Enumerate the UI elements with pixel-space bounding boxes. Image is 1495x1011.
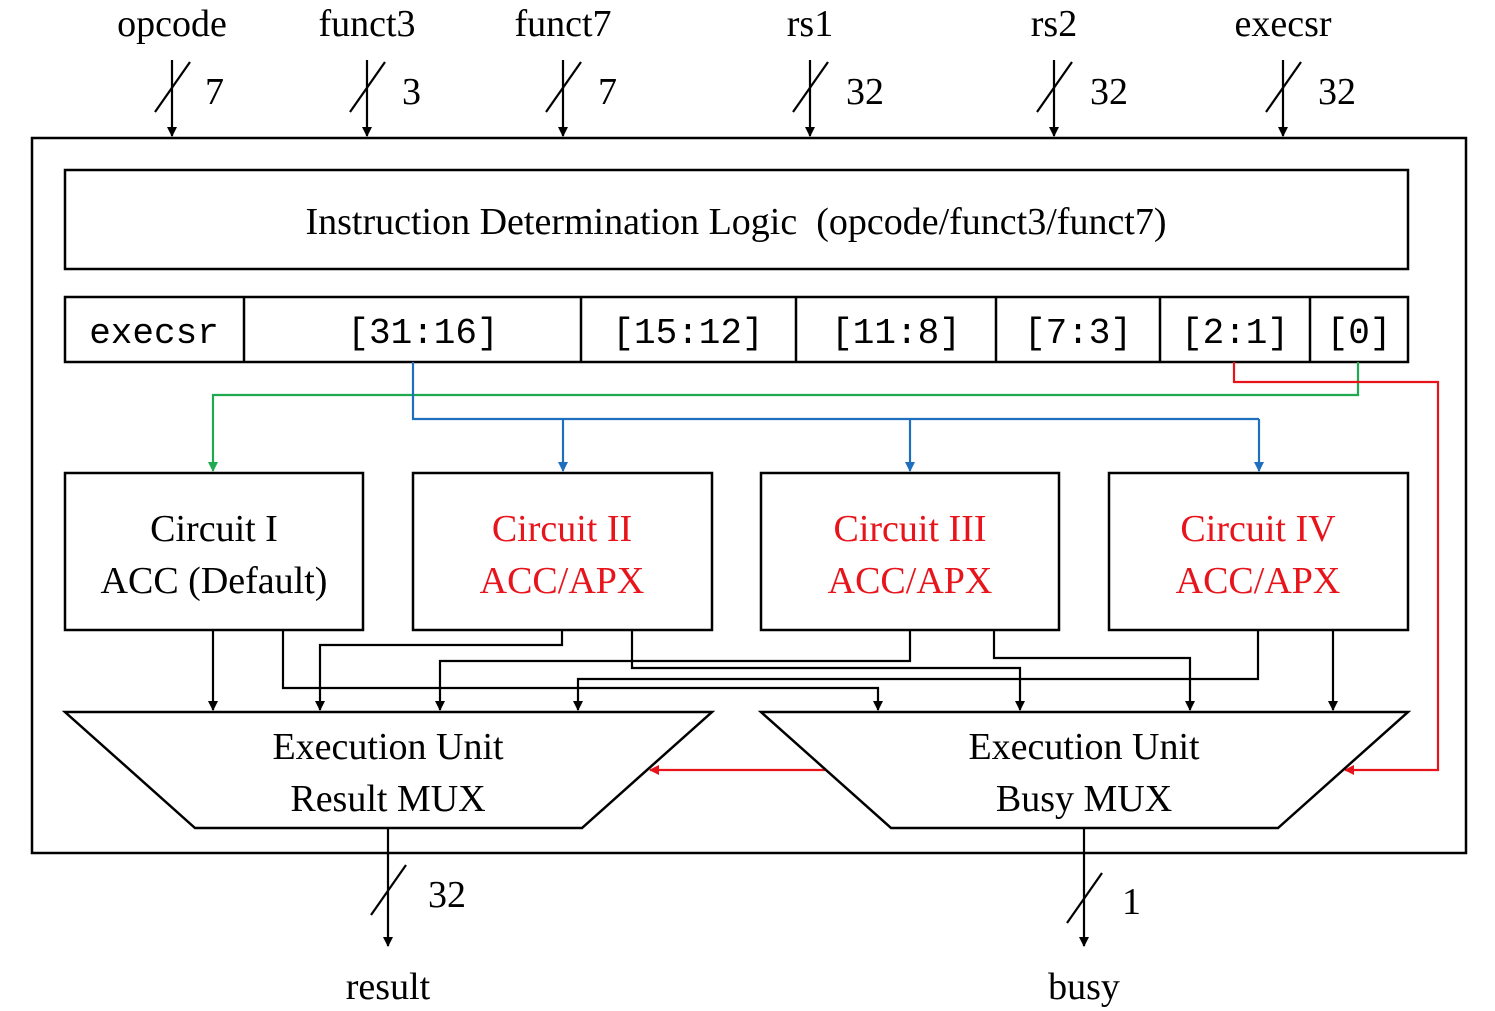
- input-label: funct7: [514, 3, 611, 45]
- input-label: rs1: [787, 3, 833, 45]
- circuit-mode: ACC/APX: [828, 560, 993, 602]
- mux-trapezoid: [757, 710, 1412, 830]
- result-mux: Execution Unit Result MUX: [61, 710, 716, 830]
- bus-slash: [1265, 61, 1302, 113]
- register-frame: [63, 295, 1410, 364]
- circuit-mode: ACC/APX: [480, 560, 645, 602]
- input-funct3: funct3 3: [318, 3, 421, 137]
- mux-subtitle: Busy MUX: [996, 778, 1172, 820]
- circuit-mode: ACC/APX: [1176, 560, 1341, 602]
- circuit-4: Circuit IV ACC/APX: [1107, 471, 1410, 632]
- circuit-3: Circuit III ACC/APX: [759, 471, 1061, 632]
- result-wire-c3: [435, 630, 912, 711]
- output-busy: 1 busy: [1048, 828, 1141, 1008]
- bus-slash: [1066, 872, 1103, 924]
- bus-slash: [154, 61, 191, 113]
- bus-width: 32: [1090, 71, 1128, 113]
- register-field: [0]: [1327, 313, 1392, 354]
- circuit-title: Circuit IV: [1180, 508, 1336, 550]
- circuit-block: [411, 471, 714, 632]
- select-wire-red: [1232, 362, 1440, 775]
- register-name: execsr: [89, 313, 219, 354]
- register-field: [31:16]: [347, 313, 498, 354]
- input-label: funct3: [318, 3, 415, 45]
- bus-width: 3: [402, 71, 421, 113]
- circuit-title: Circuit I: [150, 508, 278, 550]
- input-label: execsr: [1234, 3, 1331, 45]
- input-label: rs2: [1031, 3, 1077, 45]
- result-wire-c4: [573, 630, 1260, 711]
- circuit-1: Circuit I ACC (Default): [63, 471, 365, 632]
- bus-slash: [792, 61, 829, 113]
- result-wire-c2: [315, 630, 564, 711]
- bus-width: 7: [205, 71, 224, 113]
- register-field: [2:1]: [1181, 313, 1289, 354]
- bus-slash: [370, 864, 407, 916]
- circuit-block: [63, 471, 365, 632]
- execsr-register: execsr [31:16] [15:12] [11:8] [7:3] [2:1…: [63, 295, 1410, 364]
- output-label: result: [346, 966, 431, 1008]
- circuit-block: [759, 471, 1061, 632]
- mux-title: Execution Unit: [272, 726, 504, 768]
- busy-mux: Execution Unit Busy MUX: [757, 710, 1412, 830]
- input-funct7: funct7 7: [514, 3, 617, 137]
- mux-trapezoid: [61, 710, 716, 830]
- output-result: 32 result: [346, 828, 466, 1008]
- bus-width: 32: [1318, 71, 1356, 113]
- bus-slash: [1036, 61, 1073, 113]
- circuit-title: Circuit II: [492, 508, 632, 550]
- circuit-block: [1107, 471, 1410, 632]
- busy-wire-c3: [992, 630, 1195, 711]
- bus-width: 32: [846, 71, 884, 113]
- input-opcode: opcode 7: [117, 3, 227, 137]
- decode-block: [63, 168, 1410, 271]
- circuit-mode: ACC (Default): [101, 560, 328, 602]
- bus-width: 1: [1122, 881, 1141, 923]
- input-execsr: execsr 32: [1234, 3, 1356, 137]
- input-rs2: rs2 32: [1031, 3, 1128, 137]
- busy-wire-c2: [630, 630, 1025, 711]
- circuit-2: Circuit II ACC/APX: [411, 471, 714, 632]
- bus-width: 7: [598, 71, 617, 113]
- busy-wire-c1: [281, 630, 883, 711]
- register-field: [11:8]: [831, 313, 961, 354]
- bus-width: 32: [428, 874, 466, 916]
- mux-routing: [208, 630, 1338, 711]
- instruction-determination-logic: Instruction Determination Logic (opcode/…: [63, 168, 1410, 271]
- bus-slash: [545, 61, 582, 113]
- enable-wire-green: [208, 362, 1360, 472]
- circuit-title: Circuit III: [833, 508, 986, 550]
- bus-slash: [349, 61, 386, 113]
- input-label: opcode: [117, 3, 227, 45]
- output-label: busy: [1048, 966, 1120, 1008]
- mux-subtitle: Result MUX: [290, 778, 485, 820]
- decode-title: Instruction Determination Logic (opcode/…: [305, 201, 1166, 243]
- register-field: [15:12]: [612, 313, 763, 354]
- config-bus-blue: [411, 362, 1259, 421]
- field-wiring: [208, 362, 1440, 775]
- input-rs1: rs1 32: [787, 3, 884, 137]
- mux-title: Execution Unit: [968, 726, 1200, 768]
- register-field: [7:3]: [1024, 313, 1132, 354]
